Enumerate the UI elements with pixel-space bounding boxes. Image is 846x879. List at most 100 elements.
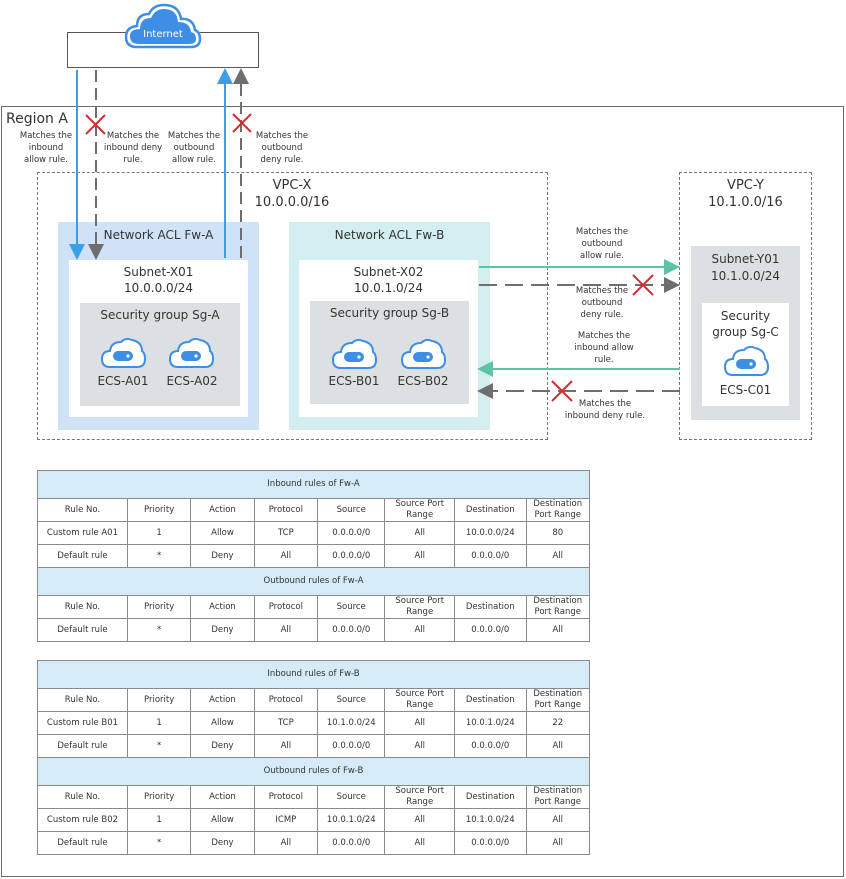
table-cell: All [253,544,319,568]
column-header: Source Port Range [384,498,455,522]
table-cell: Custom rule A01 [37,521,128,545]
table-cell: All [384,544,455,568]
table-cell: All [525,734,591,758]
subnet-x02-name: Subnet-X02 [353,265,424,279]
table-cell: All [384,521,455,545]
table-cell: 0.0.0.0/0 [453,618,527,642]
table-cell: Custom rule B01 [37,711,128,735]
table-cell: All [384,618,455,642]
vpc-x-cidr: 10.0.0.0/16 [254,195,330,210]
table-cell: Default rule [37,618,128,642]
section-title: Inbound rules of Fw-A [37,470,590,499]
column-header: Action [190,595,255,619]
table-cell: All [384,831,455,855]
column-header: Destination Port Range [525,595,591,619]
table-cell: Deny [190,544,255,568]
ecs-a01-label: ECS-A01 [97,374,149,388]
vpc-y-box [679,172,812,440]
table-cell: 1 [126,521,192,545]
table-cell: Deny [190,831,255,855]
column-header: Destination Port Range [525,498,591,522]
table-cell: 1 [126,711,192,735]
column-header: Source [317,498,386,522]
ecs-a02-cloud-icon [168,336,215,374]
vpc-y-cidr: 10.1.0.0/16 [708,195,783,210]
table-cell: 10.0.1.0/24 [453,711,527,735]
table-cell: 80 [525,521,591,545]
column-header: Destination [453,498,527,522]
table-cell: All [253,618,319,642]
subnet-y01-cidr: 10.1.0.0/24 [711,269,780,283]
subnet-x02-cidr: 10.0.1.0/24 [354,281,423,295]
sg-c-label-line1: Security [720,309,771,323]
vpc-x-name: VPC-X [272,178,312,193]
table-cell: Deny [190,734,255,758]
table-cell: 0.0.0.0/0 [317,544,386,568]
ecs-b01-cloud-icon [331,337,378,375]
section-title: Inbound rules of Fw-B [37,660,590,689]
column-header: Protocol [253,595,319,619]
internet-cloud-icon [124,3,202,49]
subnet-y01-name: Subnet-Y01 [711,252,780,266]
table-cell: 10.1.0.0/24 [453,808,527,832]
table-cell: 0.0.0.0/0 [453,831,527,855]
table-cell: 10.1.0.0/24 [317,711,386,735]
subnet-x01-name: Subnet-X01 [123,265,194,279]
table-cell: 0.0.0.0/0 [317,734,386,758]
table-cell: Default rule [37,831,128,855]
sg-b-label: Security group Sg-B [329,306,450,320]
table-cell: All [525,808,591,832]
subnet-x01-cidr: 10.0.0.0/24 [124,281,193,295]
deny-x-mark-side-outbound [632,274,654,296]
column-header: Priority [126,595,192,619]
ecs-a02-label: ECS-A02 [166,374,218,388]
ecs-b01-label: ECS-B01 [328,374,380,388]
column-header: Source [317,595,386,619]
region-box [1,106,844,877]
table-cell: 22 [525,711,591,735]
column-header: Destination [453,595,527,619]
table-cell: Allow [190,521,255,545]
deny-x-mark-top-inbound [85,114,106,135]
table-cell: * [126,734,192,758]
vpc-x-box [37,172,548,440]
table-cell: All [384,734,455,758]
vpc-y-name: VPC-Y [727,178,764,193]
column-header: Rule No. [37,688,128,712]
table-cell: Allow [190,808,255,832]
acl-fw-b-label: Network ACL Fw-B [334,228,445,242]
table-cell: All [525,544,591,568]
sg-c-label-line2: group Sg-C [712,325,779,339]
column-header: Protocol [253,498,319,522]
ecs-c01-cloud-icon [723,344,770,382]
column-header: Action [190,785,255,809]
table-cell: ICMP [253,808,319,832]
acl-fw-a-label: Network ACL Fw-A [103,228,214,242]
column-header: Destination Port Range [525,785,591,809]
table-cell: Custom rule B02 [37,808,128,832]
ecs-c01-label: ECS-C01 [719,383,772,397]
column-header: Rule No. [37,498,128,522]
column-header: Priority [126,498,192,522]
column-header: Priority [126,688,192,712]
column-header: Rule No. [37,785,128,809]
column-header: Protocol [253,688,319,712]
internet-label: Internet [143,29,183,40]
column-header: Source [317,688,386,712]
table-cell: * [126,544,192,568]
column-header: Source Port Range [384,785,455,809]
table-cell: * [126,618,192,642]
ecs-b02-cloud-icon [400,337,447,375]
column-header: Source [317,785,386,809]
column-header: Action [190,688,255,712]
table-cell: 0.0.0.0/0 [317,831,386,855]
table-cell: 0.0.0.0/0 [453,544,527,568]
